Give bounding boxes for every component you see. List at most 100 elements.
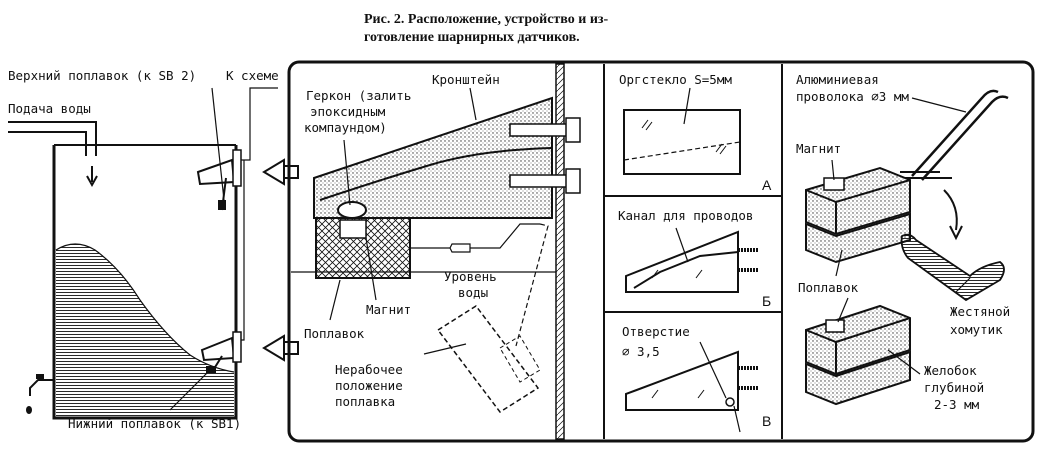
idle-float-inner — [499, 335, 541, 383]
hatch-v-1 — [651, 389, 659, 399]
label-water-level-2: воды — [458, 285, 488, 300]
label-groove: Желобок глубиной 2-3 мм — [924, 363, 984, 412]
water-surface — [55, 243, 235, 373]
leader-gerkon — [343, 139, 351, 206]
leader-magnet-r — [831, 159, 835, 181]
label-clamp-2: хомутик — [950, 322, 1003, 337]
label-plexiglass: Оргстекло S=5мм — [619, 72, 732, 87]
wire-lower — [241, 160, 245, 341]
leader-lower-float — [169, 369, 211, 411]
main-frame — [287, 60, 1035, 443]
leader-magnet — [365, 237, 377, 301]
glare-mark-1 — [641, 119, 653, 131]
leader-hole — [699, 341, 727, 399]
water-drop-icon — [26, 406, 32, 414]
mount-wall — [555, 63, 565, 440]
callout-arrow-upper-icon — [262, 158, 299, 186]
supply-pipe-top — [8, 121, 97, 156]
lower-bracket — [232, 331, 242, 363]
label-wire: Алюминиевая проволока ⌀3 мм — [796, 72, 909, 104]
plexiglass-sheet — [623, 109, 741, 175]
upper-bracket — [232, 149, 242, 187]
lower-float-sensor — [206, 366, 216, 373]
figure-caption: Рис. 2. Расположение, устройство и из- г… — [364, 12, 609, 45]
leader-bracket — [469, 87, 477, 121]
upper-float-sensor — [218, 200, 226, 210]
idle-arm — [515, 223, 549, 347]
label-gerkon-1: Геркон (залить — [306, 88, 411, 103]
glare-mark-2 — [715, 143, 727, 155]
label-channel: Канал для проводов — [618, 208, 753, 223]
arm-wire — [470, 223, 540, 249]
label-wire-1: Алюминиевая — [796, 72, 879, 87]
clamp-arrow-head — [949, 225, 963, 241]
label-hole-dim: ⌀ 3,5 — [622, 344, 660, 359]
panel-b — [625, 227, 758, 293]
label-gerkon-2: эпоксидным — [310, 104, 386, 119]
bolts-v — [738, 366, 758, 390]
bracket-blank-b — [625, 230, 739, 293]
tin-clamp — [900, 233, 1005, 302]
panel-a — [623, 87, 741, 175]
bottom-block — [805, 350, 911, 406]
label-gerkon: Геркон (залить эпоксидным компаундом) — [304, 88, 411, 135]
label-idle-2: положение — [335, 378, 403, 393]
hatch-v-2 — [697, 389, 705, 399]
label-lower-float: Нижний поплавок (к SB1) — [68, 416, 241, 431]
clamp-arrow-icon — [943, 189, 958, 231]
tank-drawing — [8, 87, 299, 420]
drilled-hole — [725, 397, 735, 407]
grooved-block-edges — [805, 317, 911, 374]
lower-float — [200, 336, 236, 362]
leader-float-r2 — [837, 297, 849, 323]
leader-channel — [675, 227, 689, 263]
label-to-circuit: К схеме — [226, 68, 279, 83]
label-float: Поплавок — [304, 326, 365, 341]
label-groove-2: глубиной — [924, 380, 984, 395]
leader-idle — [423, 343, 467, 355]
label-idle-position: Нерабочее положение поплавка — [335, 362, 403, 409]
magnet — [339, 219, 367, 239]
panel-letter-a: А — [762, 177, 772, 193]
leader-clamp — [955, 277, 971, 293]
hole-dim-line — [733, 405, 741, 433]
label-clamp-1: Жестяной — [950, 304, 1010, 319]
callout-arrow-lower-icon — [262, 334, 299, 362]
tap-handle — [36, 374, 44, 379]
wire-legs — [900, 171, 952, 179]
label-gerkon-3: компаундом) — [304, 120, 387, 135]
tank-wall — [52, 145, 238, 420]
label-clamp: Жестяной хомутик — [950, 304, 1010, 337]
label-idle-1: Нерабочее — [335, 362, 403, 377]
bolts-b — [738, 248, 758, 272]
float-arm — [410, 243, 471, 253]
label-float-right: Поплавок — [798, 280, 859, 295]
panel-letter-v: В — [762, 413, 771, 429]
reed-switch-hole — [337, 201, 367, 219]
leader-wire — [911, 97, 967, 113]
label-wire-2: проволока ⌀3 мм — [796, 89, 909, 104]
sensor-assembly — [291, 63, 581, 440]
label-idle-3: поплавка — [335, 394, 395, 409]
hatch-b-1 — [651, 269, 659, 279]
supply-pipe-bottom — [8, 131, 87, 156]
tap-spout — [29, 379, 54, 396]
label-bracket: Кронштейн — [432, 72, 500, 87]
wire-channel-b — [633, 251, 739, 289]
bracket-blank-v — [625, 350, 739, 411]
label-magnet: Магнит — [366, 302, 411, 317]
leader-upper-float — [211, 87, 225, 201]
upper-block-edges — [805, 179, 911, 234]
label-water-level: Уровень воды — [444, 269, 497, 300]
leader-groove — [887, 349, 921, 375]
hatch-b-2 — [695, 269, 703, 279]
bracket — [313, 96, 553, 219]
bolt-upper — [509, 117, 581, 143]
water-body — [56, 244, 234, 416]
label-groove-1: Желобок — [924, 363, 977, 378]
panel-letter-b: Б — [762, 293, 771, 309]
wire-upper — [241, 87, 278, 161]
wire-channel — [319, 147, 553, 201]
right-assembly — [805, 89, 1009, 406]
